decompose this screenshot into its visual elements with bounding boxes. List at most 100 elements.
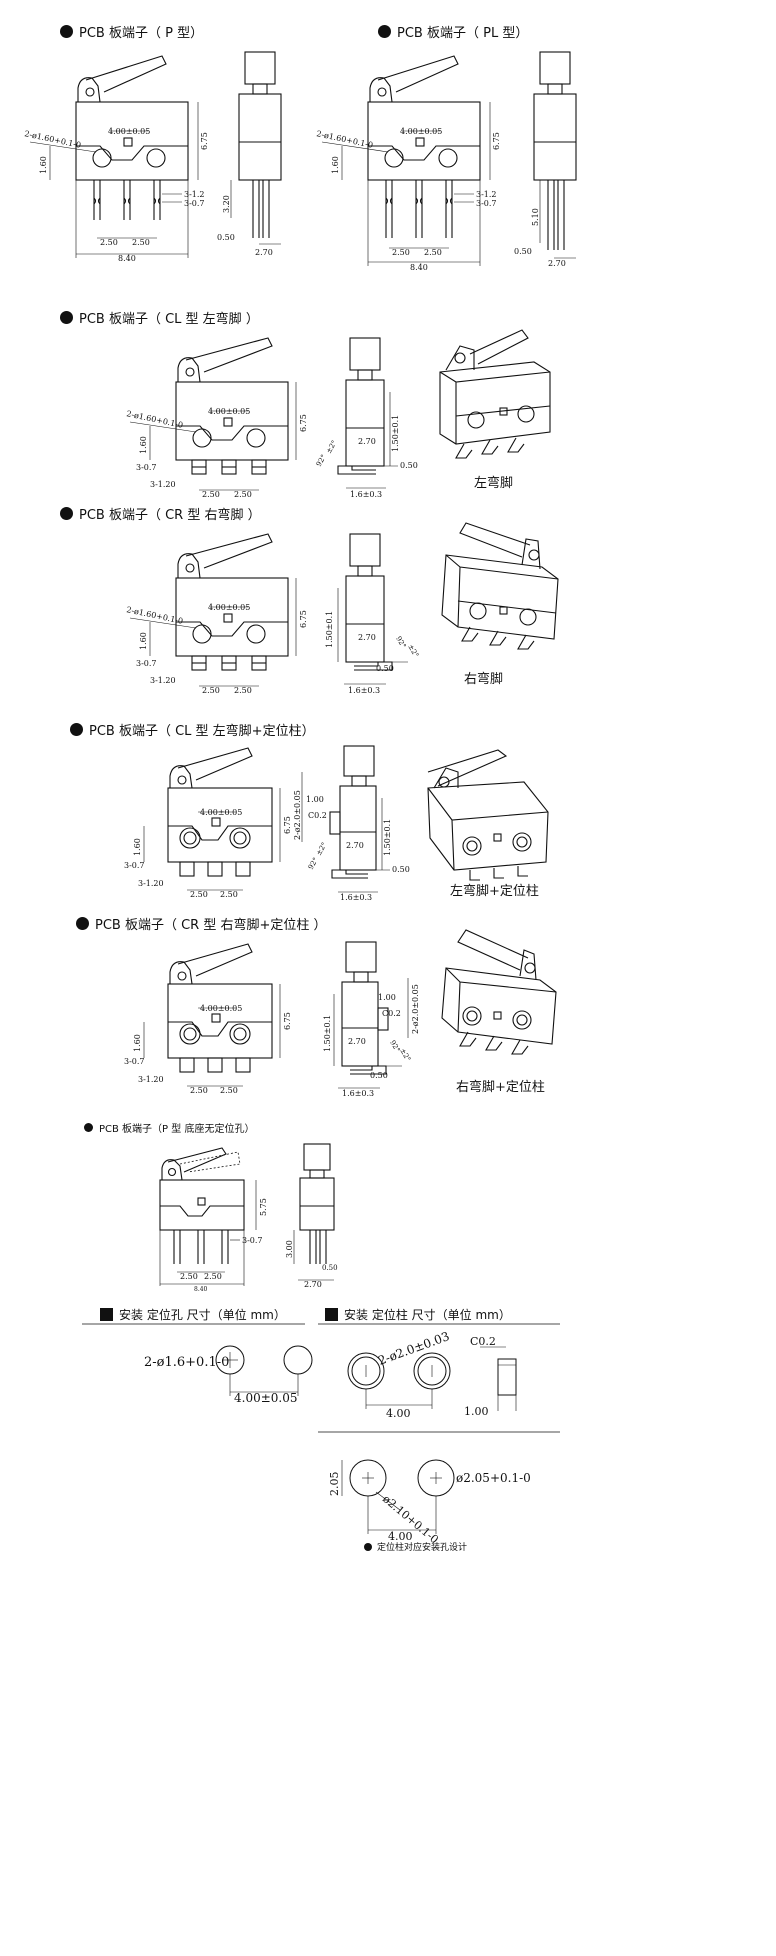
dim-text: ±2° [325, 439, 339, 455]
dim-text: 3-0.7 [136, 659, 157, 668]
dim-text: 3-1.2 [184, 190, 205, 199]
dim-text: 8.40 [118, 254, 136, 263]
dim-text: 4.00±0.05 [208, 407, 250, 416]
dim-text: 0.50 [370, 1071, 388, 1080]
dim-text: 2-ø1.60+0.1-0 [316, 129, 374, 150]
dim-text: 2.70 [346, 841, 364, 850]
dim-text: 1.6±0.3 [340, 893, 372, 902]
dim-text: 1.60 [139, 436, 148, 454]
dim-text: 5.10 [531, 208, 540, 226]
dim-text: 2-ø1.60+0.1-0 [126, 605, 184, 626]
dim-text: 2-ø2.0±0.03 [376, 1329, 451, 1368]
dim-text: 3-0.7 [184, 199, 205, 208]
dim-text: 1.6±0.3 [342, 1089, 374, 1098]
dim-text: 1.60 [139, 632, 148, 650]
dim-text: 1.50±0.1 [391, 415, 400, 452]
square-bullet-icon [325, 1308, 338, 1321]
dim-text: 2.50 [234, 490, 252, 499]
cl-post-side-drawing: 2-ø2.0±0.05 1.00 C0.2 2.70 1.50±0.1 0.50… [293, 745, 410, 902]
bullet-icon [364, 1542, 372, 1551]
section-title-cl: PCB 板端子（ CL 型 左弯脚 ） [60, 308, 259, 327]
bullet-icon [60, 311, 73, 324]
section-title-cl-post: PCB 板端子（ CL 型 左弯脚+定位柱） [70, 720, 315, 739]
dim-text: 2.50 [220, 890, 238, 899]
cr-post-caption: 右弯脚+定位柱 [456, 1080, 545, 1095]
dim-text: 1.6±0.3 [350, 490, 382, 499]
dim-text: 4.00±0.05 [200, 1004, 242, 1013]
cl-post-front-drawing: 4.00±0.05 2.50 2.50 6.75 1.60 3-0.7 3-1.… [124, 747, 292, 899]
dim-text: 3-0.7 [242, 1236, 263, 1245]
title-text: PCB 板端子（P 型 底座无定位孔） [99, 1124, 255, 1135]
dim-text: 1.60 [39, 156, 48, 174]
dim-text: 6.75 [299, 414, 308, 432]
dim-text: 6.75 [283, 1012, 292, 1030]
dim-text: 1.6±0.3 [348, 686, 380, 695]
dim-text: 6.75 [200, 132, 209, 150]
cl-type-front-drawing: 4.00±0.05 2.50 2.50 6.75 1.60 2-ø1.60+0.… [126, 337, 308, 499]
cl-caption: 左弯脚 [474, 476, 514, 491]
dim-text: 2.50 [100, 238, 118, 247]
dim-text: 6.75 [283, 816, 292, 834]
dim-text: 2.50 [392, 248, 410, 257]
cl-type-iso-drawing [439, 329, 551, 459]
install-hole-drawing: 2-ø1.6+0.1-0 4.00±0.05 [144, 1345, 313, 1405]
dim-text: 4.00±0.05 [400, 127, 442, 136]
p-type-side-drawing: 3.20 0.50 2.70 [217, 51, 282, 257]
title-text: PCB 板端子（ CR 型 右弯脚+定位柱 ） [95, 918, 327, 933]
dim-text: 1.50±0.1 [325, 611, 334, 648]
dim-text: 2-ø1.60+0.1-0 [24, 129, 82, 150]
install-divider [82, 1323, 560, 1433]
dim-text: 2-ø2.0±0.05 [411, 984, 420, 1034]
install-post-title: 安装 定位柱 尺寸（单位 mm） [325, 1306, 511, 1323]
cr-post-front-drawing: 4.00±0.05 2.50 2.50 6.75 1.60 3-0.7 3-1.… [124, 943, 292, 1095]
title-text: 安装 定位柱 尺寸（单位 mm） [344, 1308, 511, 1322]
dim-text: 1.50±0.1 [323, 1015, 332, 1052]
dim-text: 0.50 [400, 461, 418, 470]
dim-text: C0.2 [470, 1335, 496, 1348]
dim-text: 4.00±0.05 [234, 1391, 298, 1405]
dim-text: 3-0.7 [136, 463, 157, 472]
dim-text: C0.2 [308, 811, 327, 820]
dim-text: 2.50 [220, 1086, 238, 1095]
bullet-icon [76, 917, 89, 930]
title-text: PCB 板端子（ CL 型 左弯脚+定位柱） [89, 724, 315, 739]
dim-text: 2.70 [348, 1037, 366, 1046]
dim-text: 2-ø1.6+0.1-0 [144, 1355, 229, 1370]
dim-text: 8.40 [410, 263, 428, 272]
dim-text: ±2° [398, 1047, 412, 1063]
dim-text: 1.00 [464, 1405, 489, 1418]
p-type-front-drawing: 4.00±0.05 2.50 2.50 8.40 6.75 1.60 2-ø1.… [24, 55, 209, 263]
title-text: PCB 板端子（ CL 型 左弯脚 ） [79, 312, 259, 327]
dim-text: 4.00 [388, 1530, 413, 1543]
dim-text: 0.50 [217, 233, 235, 242]
dim-text: 92° [307, 856, 320, 871]
bullet-icon [70, 723, 83, 736]
dim-text: 2-ø1.60+0.1-0 [126, 409, 184, 430]
square-bullet-icon [100, 1308, 113, 1321]
dim-text: 3.20 [222, 195, 231, 213]
dim-text: 2.70 [548, 259, 566, 268]
dim-text: 4.00±0.05 [108, 127, 150, 136]
dim-text: 8.40 [194, 1286, 208, 1293]
bullet-icon [60, 507, 73, 520]
dim-text: 3-0.7 [124, 861, 145, 870]
cr-type-front-drawing: 4.00±0.05 2.50 2.50 6.75 1.60 2-ø1.60+0.… [126, 533, 308, 695]
dim-text: 5.75 [259, 1198, 268, 1216]
dim-text: 3-1.20 [138, 879, 164, 888]
dim-text: 1.60 [133, 838, 142, 856]
dim-text: 2.50 [180, 1272, 198, 1281]
dim-text: C0.2 [382, 1009, 401, 1018]
dim-text: 92° [394, 635, 407, 650]
dim-text: 2.50 [202, 490, 220, 499]
dim-text: 4.00 [386, 1407, 411, 1420]
p-nohole-front-drawing: 2.50 2.50 8.40 5.75 3-0.7 [159, 1147, 268, 1293]
install-post-drawing: 2-ø2.0±0.03 4.00 C0.2 1.00 [347, 1329, 517, 1420]
note-text: 定位柱对应安装孔设计 [377, 1543, 468, 1553]
dim-text: 2-ø2.0±0.05 [293, 790, 302, 840]
dim-text: 2.70 [255, 248, 273, 257]
title-text: 安装 定位孔 尺寸（单位 mm） [119, 1308, 286, 1322]
title-text: PCB 板端子（ P 型） [79, 26, 204, 41]
dim-text: ±2° [406, 643, 420, 659]
dim-text: 3-1.2 [476, 190, 497, 199]
bullet-icon [60, 25, 73, 38]
